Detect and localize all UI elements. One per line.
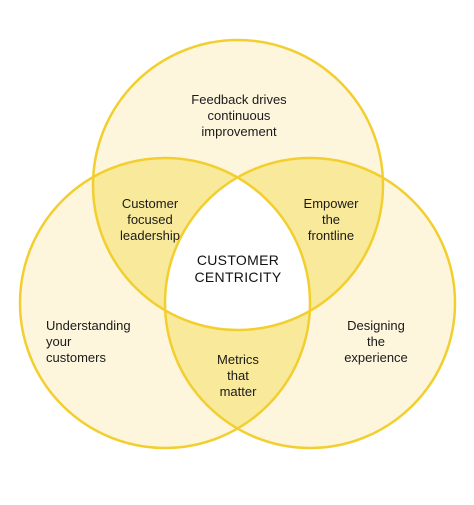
circle-right-label: Designing the experience	[344, 318, 408, 365]
overlap-top-right-label: Empower the frontline	[303, 196, 359, 243]
overlap-bottom-label: Metrics that matter	[217, 352, 259, 399]
center-fill	[165, 158, 310, 330]
circle-right-outline	[163, 156, 457, 450]
center-label: CUSTOMER CENTRICITY	[194, 252, 282, 285]
circle-left-label: Understanding your customers	[46, 318, 131, 365]
circle-top-label: Feedback drives continuous improvement	[191, 92, 287, 139]
circle-top-outline	[91, 38, 385, 332]
overlap-top-left-label: Customer focused leadership	[120, 196, 180, 243]
circle-left-outline	[18, 156, 312, 450]
